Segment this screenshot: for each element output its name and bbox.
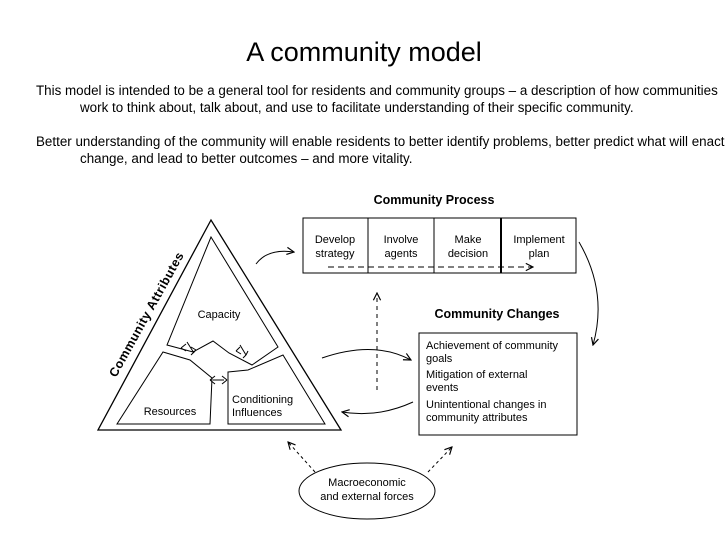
macro-label-2: and external forces xyxy=(320,491,414,503)
conditioning-label-1: Conditioning xyxy=(232,394,293,406)
attributes-label: Community Attributes xyxy=(106,250,187,380)
macro-label-1: Macroeconomic xyxy=(328,477,406,489)
resources-region xyxy=(116,351,213,425)
attributes-triangle xyxy=(96,218,343,431)
svg-text:Unintentional changes in: Unintentional changes in xyxy=(426,399,546,411)
svg-text:community attributes: community attributes xyxy=(426,412,528,424)
changes-to-attributes-arrow xyxy=(342,401,414,414)
macro-to-attributes-arrow xyxy=(288,442,316,473)
svg-text:agents: agents xyxy=(384,248,418,260)
changes-box xyxy=(418,332,578,436)
svg-text:goals: goals xyxy=(426,353,453,365)
change-item-mitigation: Mitigation of external events xyxy=(426,369,528,394)
svg-text:strategy: strategy xyxy=(315,248,355,260)
process-to-changes-arrow xyxy=(578,241,598,345)
page-title: A community model xyxy=(246,37,482,67)
conditioning-label-2: Influences xyxy=(232,407,283,419)
capacity-label: Capacity xyxy=(198,309,241,321)
svg-text:decision: decision xyxy=(448,248,488,260)
macro-forces-ellipse xyxy=(298,462,436,520)
conditioning-region xyxy=(227,354,326,425)
process-box xyxy=(302,217,577,274)
svg-text:Make: Make xyxy=(455,234,482,246)
svg-text:Mitigation of external: Mitigation of external xyxy=(426,369,528,381)
svg-text:events: events xyxy=(426,382,459,394)
attributes-to-process-arrow xyxy=(255,251,294,265)
resources-label: Resources xyxy=(144,406,197,418)
process-step-implement: Implement plan xyxy=(513,234,564,260)
process-step-decide: Make decision xyxy=(448,234,488,260)
process-title: Community Process xyxy=(374,193,495,207)
svg-text:Develop: Develop xyxy=(315,234,355,246)
macro-to-changes-arrow xyxy=(427,447,452,473)
svg-text:plan: plan xyxy=(529,248,550,260)
svg-text:Involve: Involve xyxy=(384,234,419,246)
svg-text:Achievement of community: Achievement of community xyxy=(426,340,559,352)
change-item-goals: Achievement of community goals xyxy=(426,340,559,365)
process-step-involve: Involve agents xyxy=(384,234,419,260)
attributes-to-changes-arrow xyxy=(321,349,411,360)
process-step-develop: Develop strategy xyxy=(315,234,355,260)
intro-paragraph: This model is intended to be a general t… xyxy=(36,83,718,115)
capacity-region xyxy=(166,235,279,366)
svg-text:Implement: Implement xyxy=(513,234,564,246)
changes-title: Community Changes xyxy=(434,307,559,321)
change-item-unintentional: Unintentional changes in community attri… xyxy=(426,399,546,424)
benefit-paragraph: Better understanding of the community wi… xyxy=(36,134,725,166)
two-way-arrow-icon xyxy=(180,341,249,385)
